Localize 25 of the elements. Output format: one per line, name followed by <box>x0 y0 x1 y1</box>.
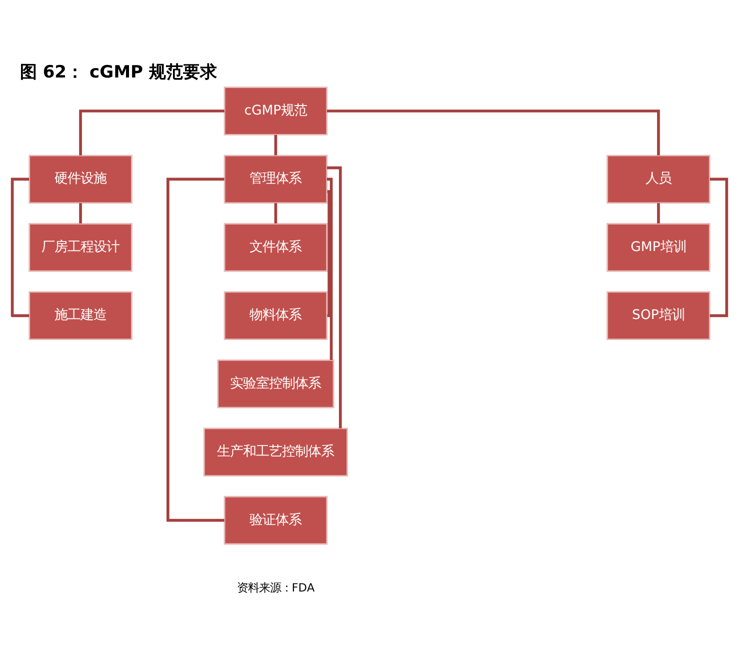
connector <box>326 177 333 360</box>
connector <box>326 166 342 428</box>
connector <box>327 190 330 317</box>
node-box: 人员 <box>606 154 710 204</box>
connector <box>79 109 224 155</box>
connector <box>79 202 82 223</box>
node-box: cGMP规范 <box>224 86 328 135</box>
node-box: SOP培训 <box>606 290 710 340</box>
connector <box>166 177 224 522</box>
node-box: 文件体系 <box>224 222 328 272</box>
connector <box>274 134 278 155</box>
node-box: 验证体系 <box>224 495 328 544</box>
node-box: 硬件设施 <box>28 154 132 204</box>
diagram-title: 图 62： cGMP 规范要求 <box>20 62 217 82</box>
connector <box>274 202 278 223</box>
node-box: 实验室控制体系 <box>217 358 334 408</box>
node-box: GMP培训 <box>606 222 710 272</box>
connector <box>326 109 660 155</box>
connector <box>657 202 660 223</box>
caption: 资料来源：FDA <box>236 580 315 594</box>
node-box: 生产和工艺控制体系 <box>203 427 348 476</box>
node-box: 厂房工程设计 <box>28 222 132 272</box>
node-box: 物料体系 <box>224 290 328 340</box>
node-box: 施工建造 <box>28 290 132 340</box>
node-box: 管理体系 <box>224 154 328 204</box>
